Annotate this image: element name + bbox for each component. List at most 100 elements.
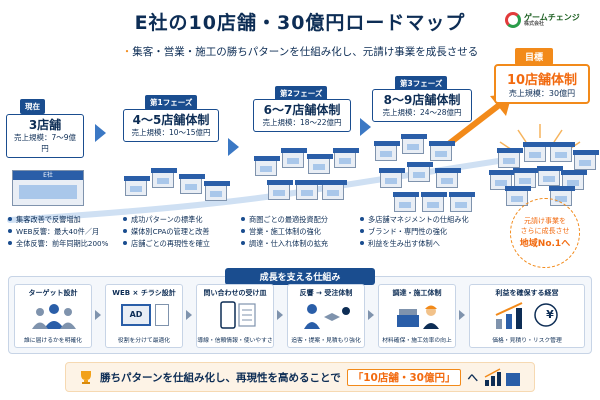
store-icon [179, 174, 205, 194]
stage-arrow-icon [360, 118, 371, 136]
trophy-icon [81, 371, 92, 384]
store-icon [429, 141, 455, 161]
ad-label: AD [121, 304, 151, 326]
store-icon [281, 148, 307, 168]
growth-chart-icon [495, 302, 558, 329]
list-item: 全体反響：前年同期比200% [8, 238, 108, 250]
store-icon [513, 168, 539, 188]
footer-text: 勝ちパターンを仕組み化し、再現性を高めることで [100, 371, 341, 384]
stage-tag-phase1: 第1フェーズ [145, 95, 198, 110]
card-title: 利益を確保する経営 [495, 289, 559, 297]
store-icon [333, 148, 359, 168]
goal-note-line3: 地域No.1へ [519, 238, 571, 249]
store-icon [295, 180, 321, 200]
stage-sales: 売上規模：10～15億円 [131, 128, 211, 138]
store-icon [537, 166, 563, 186]
support-header: 成長を支える仕組み [225, 268, 375, 285]
card-title: WEB × チラシ設計 [112, 289, 176, 297]
stage-box-phase2: 6～7店舗体制 売上規模：18～22億円 [253, 99, 351, 133]
goal-tag: 目標 [515, 48, 554, 65]
store-icon [523, 142, 549, 162]
page-title: E社の10店舗・30億円ロードマップ [134, 12, 466, 34]
card-desc: 誰に届けるかを明確化 [24, 338, 82, 344]
logo-sub: 株式会社 [524, 20, 545, 27]
store-icon [254, 156, 280, 176]
store-icon [374, 141, 400, 161]
stage-arrow-icon [95, 124, 106, 142]
growth-building-icon [484, 368, 520, 386]
people-icon [32, 304, 76, 329]
list-item: ブランド・専門性の強化 [360, 226, 469, 238]
goal-stores: 10店舗体制 [506, 73, 578, 88]
bullet-list-current: 集客改善で反響増加 WEB反響：最大40件／月 全体反響：前年同期比200% [8, 214, 108, 250]
stage-arrow-icon [228, 138, 239, 156]
goal-note-line2: さらに成長させ [520, 226, 570, 235]
list-item: 店舗ごとの再現性を確立 [123, 238, 210, 250]
card-desc: 役割を分けて最適化 [117, 338, 171, 344]
goal-note-line1: 元請け事業を [524, 217, 566, 226]
bullet-list-phase3: 多店舗マネジメントの仕組み化 ブランド・専門性の強化 利益を生み出す体制へ [360, 214, 469, 250]
list-item: 媒体別CPAの管理と改善 [123, 226, 210, 238]
list-item: 利益を生み出す体制へ [360, 238, 469, 250]
stage-stores: 8～9店舗体制 [383, 93, 461, 107]
ad-monitor-icon: AD [120, 301, 170, 329]
flow-arrow-icon [186, 310, 192, 320]
store-building: E社 [12, 170, 84, 206]
growth-curve [7, 157, 508, 223]
store-icon [505, 186, 531, 206]
list-item: 営業・施工体制の強化 [241, 226, 328, 238]
goal-note: 元請け事業を さらに成長させ 地域No.1へ [510, 198, 580, 268]
page-subtitle: ・集客・営業・施工の勝ちパターンを仕組み化し、元請け事業を成長させる [121, 46, 479, 58]
store-icon [379, 168, 405, 188]
card-desc: 材料確保・施工効率の向上 [382, 338, 452, 344]
logo-text: ゲームチェンジ [524, 12, 580, 22]
support-card-sales: 反響 → 受注体制 追客・提案・見積もり強化 [287, 284, 365, 348]
stage-sales: 売上規模：7～9億円 [13, 133, 77, 154]
store-icon [421, 192, 447, 212]
store-icon [393, 192, 419, 212]
stage-stores: 4～5店舗体制 [132, 113, 210, 127]
goal-sales: 売上規模：30億円 [508, 89, 576, 98]
card-desc: 価格・見積り・リスク管理 [492, 338, 562, 344]
footer-text-end: へ [467, 371, 478, 384]
logo-mark-icon [505, 12, 521, 28]
goal-box: 10店舗体制 売上規模：30億円 [494, 64, 590, 104]
flow-arrow-icon [459, 310, 465, 320]
support-card-profit: 利益を確保する経営 ¥ 価格・見積り・リスク管理 [469, 284, 585, 348]
stage-stores: 6～7店舗体制 [263, 103, 341, 117]
store-icon [573, 150, 599, 170]
flow-arrow-icon [277, 310, 283, 320]
card-title: ターゲット設計 [28, 289, 78, 297]
flow-arrow-icon [368, 310, 374, 320]
list-item: WEB反響：最大40件／月 [8, 226, 108, 238]
card-desc: 導線・信頼情報・使いやすさ [197, 338, 273, 344]
support-card-web: WEB × チラシ設計 AD 役割を分けて最適化 [105, 284, 183, 348]
store-sign: E社 [13, 171, 83, 180]
store-icon [407, 162, 433, 182]
support-card-inquiry: 問い合わせの受け皿 導線・信頼情報・使いやすさ [196, 284, 274, 348]
list-item: 商圏ごとの最適投資配分 [241, 214, 328, 226]
stage-box-current: 3店舗 売上規模：7～9億円 [6, 114, 84, 159]
stage-tag-phase2: 第2フェーズ [275, 86, 328, 101]
store-icon [124, 176, 150, 196]
handshake-icon [304, 304, 350, 329]
store-icon [449, 192, 475, 212]
card-title: 調達・施工体制 [392, 289, 442, 297]
support-card-procurement: 調達・施工体制 材料確保・施工効率の向上 [378, 284, 456, 348]
stage-stores: 3店舗 [28, 118, 62, 132]
stage-tag-current: 現在 [20, 99, 45, 114]
card-desc: 追客・提案・見積もり強化 [291, 338, 361, 344]
list-item: 多店舗マネジメントの仕組み化 [360, 214, 469, 226]
bullet-list-phase2: 商圏ごとの最適投資配分 営業・施工体制の強化 調達・仕入れ体制の拡充 [241, 214, 328, 250]
store-icon [204, 181, 230, 201]
card-title: 反響 → 受注体制 [299, 289, 353, 297]
support-card-target: ターゲット設計 誰に届けるかを明確化 [14, 284, 92, 348]
store-icon [401, 134, 427, 154]
store-icon [307, 154, 333, 174]
worker-icon [397, 305, 439, 329]
stage-tag-phase3: 第3フェーズ [395, 76, 448, 91]
footer-highlight: 「10店舗・30億円」 [346, 368, 462, 386]
stage-sales: 売上規模：18～22億円 [262, 118, 342, 128]
footer-banner: 勝ちパターンを仕組み化し、再現性を高めることで 「10店舗・30億円」 へ [65, 362, 535, 392]
flow-arrow-icon [95, 310, 101, 320]
